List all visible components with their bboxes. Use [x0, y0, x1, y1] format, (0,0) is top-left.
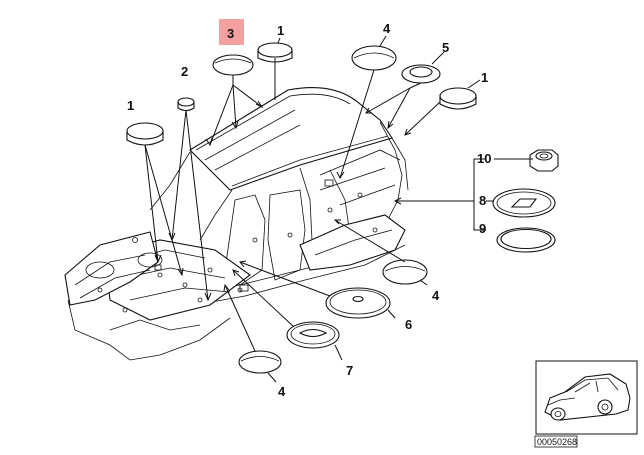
plug-part-4-middle: [382, 259, 428, 285]
callout-6: 6: [405, 317, 412, 332]
plug-part-1-top: [257, 42, 293, 63]
cover-part-6: [325, 287, 391, 319]
callout-1-top: 1: [277, 23, 284, 38]
gasket-part-9: [496, 227, 556, 253]
callout-2: 2: [181, 64, 188, 79]
callout-labels: 3 1 4 5 1 2 1 10 8 9 4 6 7 4: [127, 19, 491, 399]
callout-4-middle: 4: [432, 288, 440, 303]
plug-part-1-right: [439, 87, 477, 110]
reference-number: 00050268: [537, 437, 577, 447]
nut-part-10: [529, 149, 559, 172]
plug-part-5-ring: [401, 64, 441, 84]
plug-part-3: [212, 54, 254, 76]
callout-1-right: 1: [481, 70, 488, 85]
cover-part-7: [286, 321, 340, 349]
callout-3: 3: [227, 26, 234, 41]
callout-9: 9: [479, 221, 486, 236]
callout-5: 5: [442, 40, 449, 55]
highlight-box: [219, 19, 244, 45]
plug-part-2: [177, 97, 195, 112]
vehicle-thumbnail: 00050268: [534, 360, 638, 448]
leader-lines: [144, 35, 533, 383]
plug-part-4-bottom: [238, 350, 282, 374]
plug-part-4-top: [351, 45, 397, 71]
vehicle-body-shell: [64, 87, 409, 361]
callout-4-bottom: 4: [278, 384, 286, 399]
cover-part-8: [492, 188, 556, 218]
callout-8: 8: [479, 193, 486, 208]
callout-7: 7: [346, 363, 353, 378]
callout-1-left: 1: [127, 98, 134, 113]
callout-10: 10: [477, 151, 491, 166]
callout-4-top: 4: [383, 21, 391, 36]
plug-part-1-left: [126, 122, 164, 146]
